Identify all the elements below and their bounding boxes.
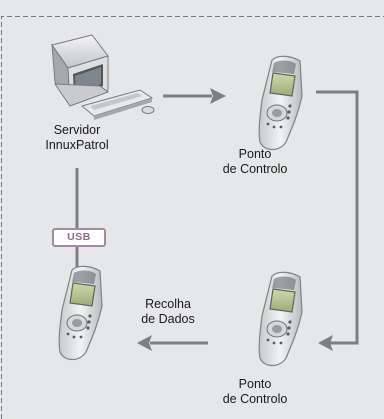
server-label: Servidor InnuxPatrol — [22, 123, 132, 153]
checkpoint-bottom-label-line1: Ponto — [238, 377, 272, 391]
data-collection-label-line1: Recolha — [145, 297, 191, 311]
usb-badge: USB — [52, 228, 106, 247]
data-collection-label: Recolha de Dados — [118, 297, 218, 327]
data-collection-label-line2: de Dados — [141, 312, 195, 326]
checkpoint-top-label: Ponto de Controlo — [200, 147, 310, 177]
checkpoint-bottom-label-line2: de Controlo — [222, 392, 288, 406]
server-label-line1: Servidor — [53, 123, 101, 137]
server-label-line2: InnuxPatrol — [45, 138, 109, 152]
checkpoint-bottom-label: Ponto de Controlo — [200, 377, 310, 407]
checkpoint-top-label-line2: de Controlo — [222, 162, 288, 176]
desktop-computer-icon — [51, 34, 155, 120]
checkpoint-top-label-line1: Ponto — [238, 147, 272, 161]
